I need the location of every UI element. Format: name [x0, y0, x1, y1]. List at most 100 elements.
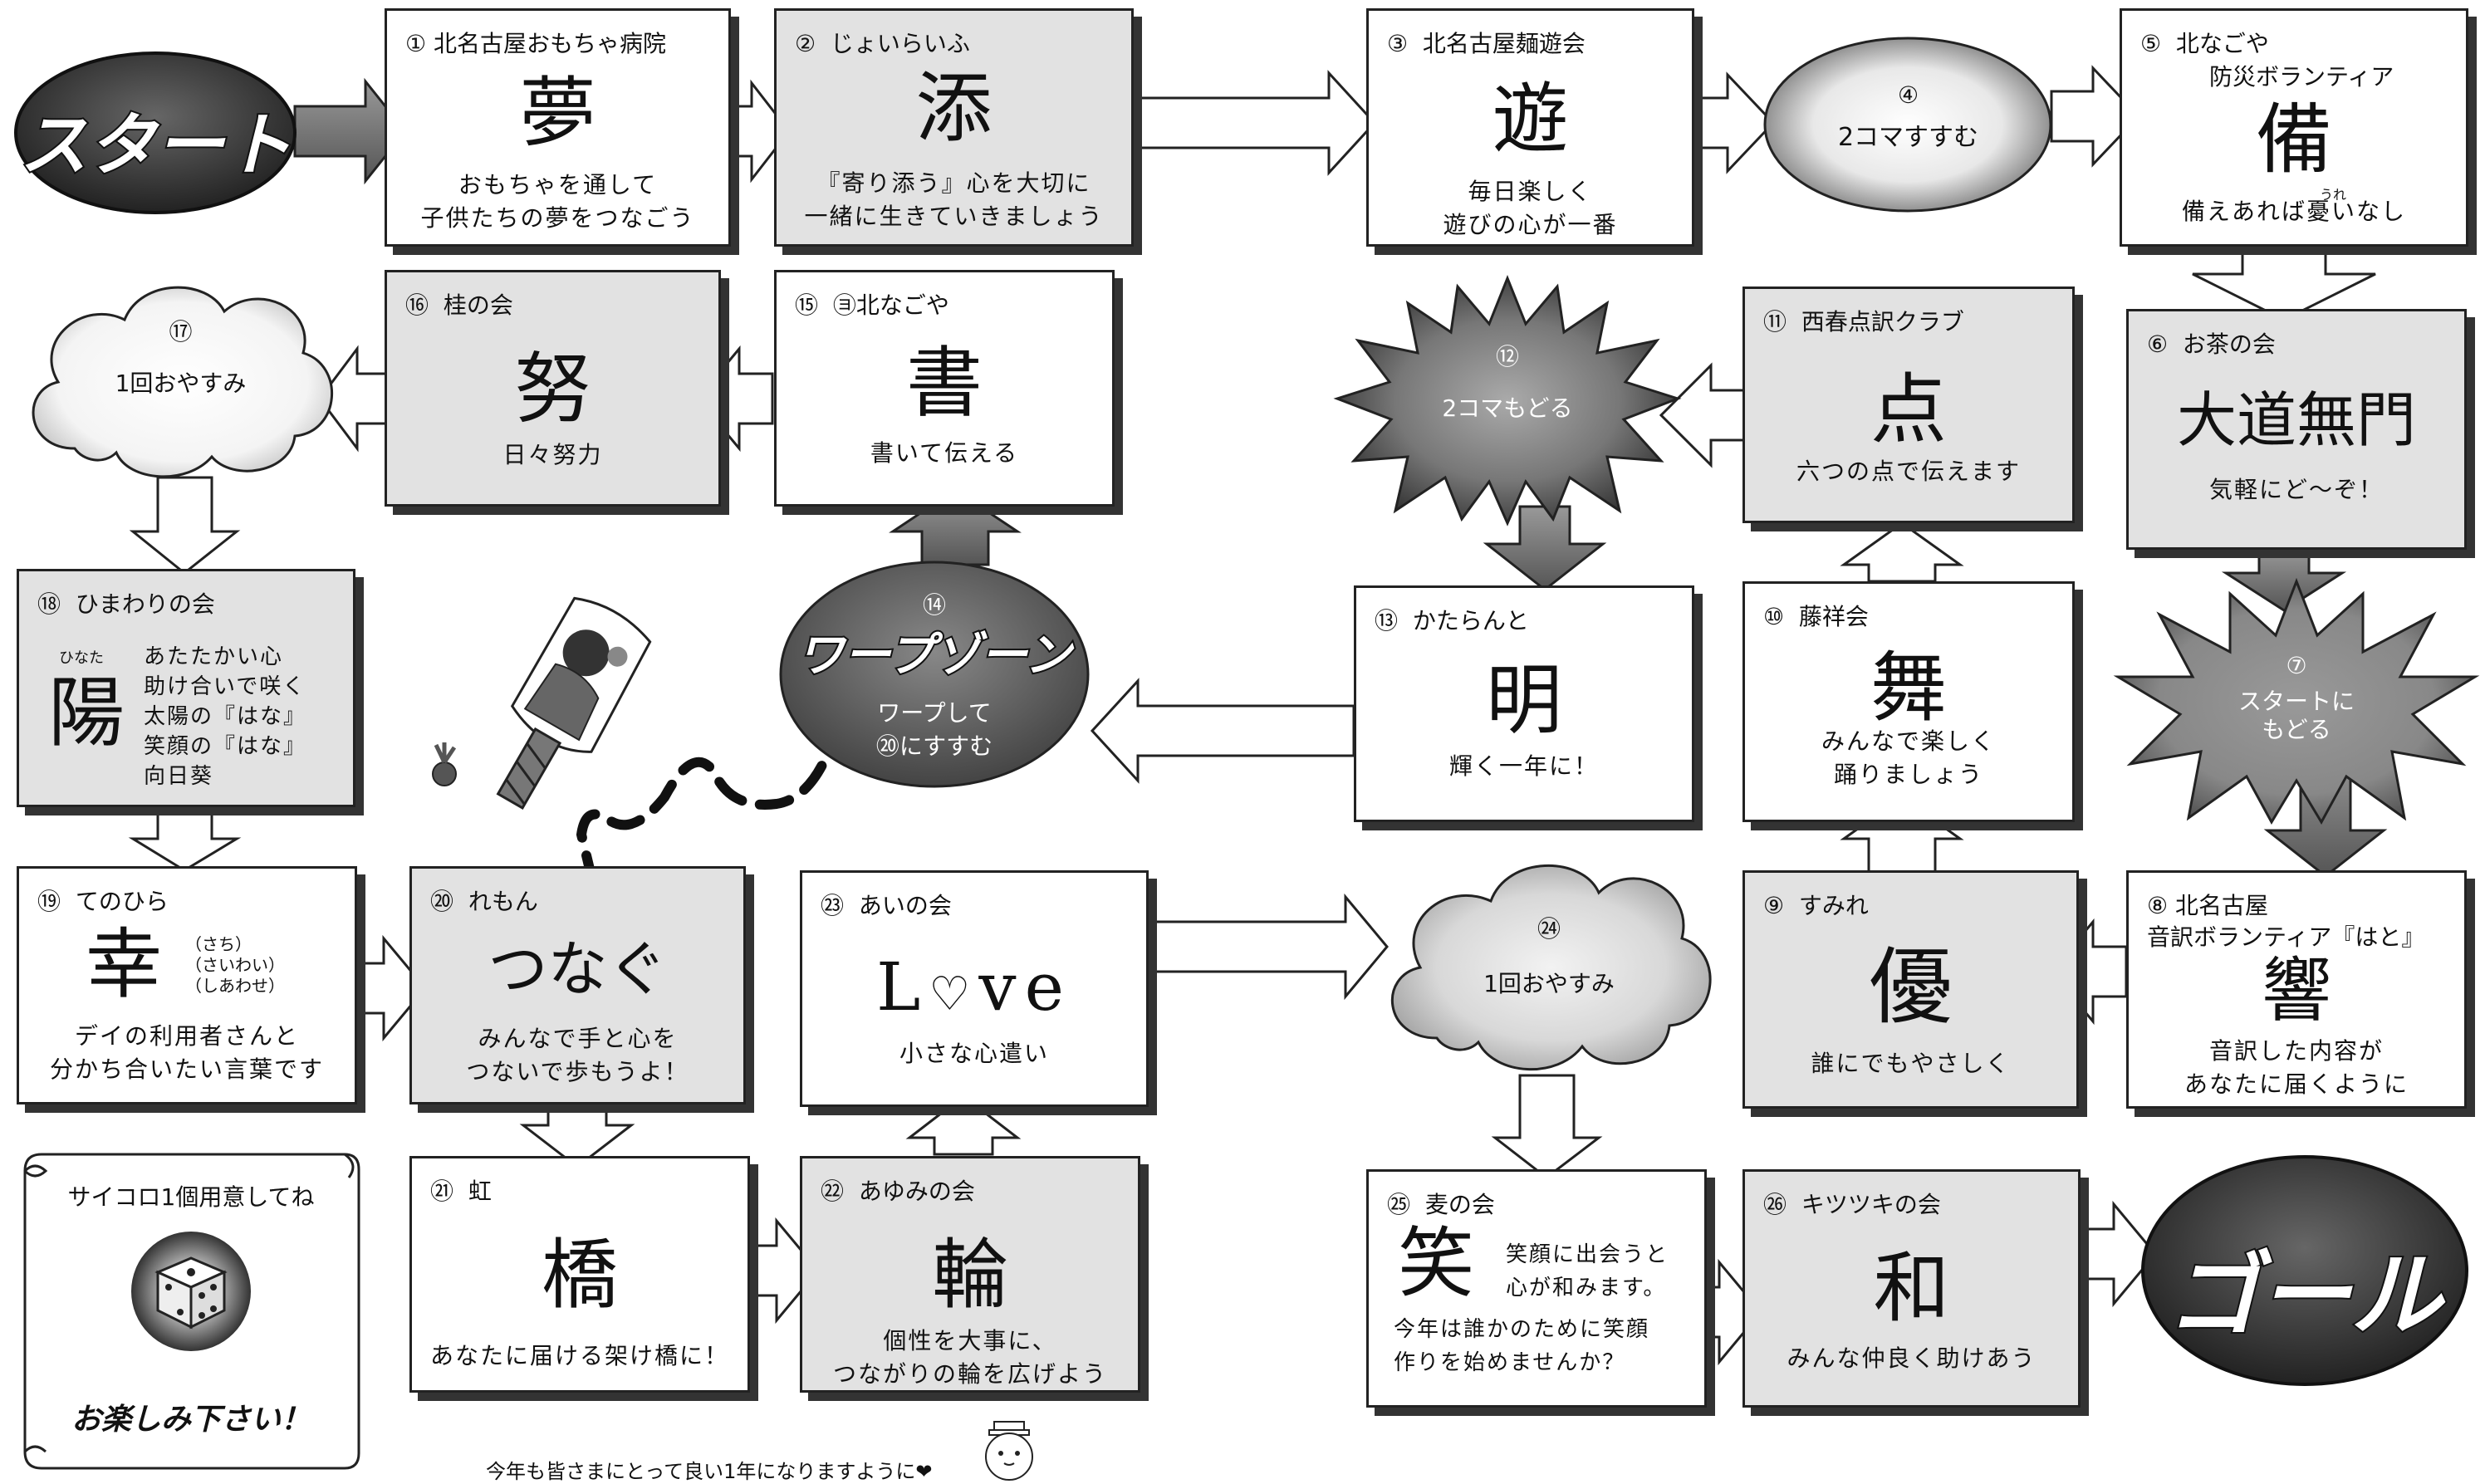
- square-20-kanji: つなぐ: [488, 934, 668, 1004]
- square-8-org2: 音訳ボランティア『はと』: [2147, 923, 2425, 951]
- square-14-title: ワープゾーン: [796, 627, 1073, 684]
- square-2[interactable]: ② じょいらいふ 添 『寄り添う』心を大切に 一緒に生きていきましょう: [774, 8, 1134, 247]
- square-19-ruby3: （しあわせ）: [185, 976, 285, 996]
- square-19[interactable]: ⑲ てのひら 幸 （さち） （さいわい） （しあわせ） デイの利用者さんと 分か…: [17, 866, 357, 1104]
- square-9-kanji: 優: [1869, 938, 1953, 1036]
- square-13-kanji: 明: [1485, 656, 1562, 745]
- square-25-side: 笑顔に出会うと 心が和みます。: [1506, 1242, 1669, 1300]
- square-13-desc: 輝く一年に！: [1448, 752, 1599, 780]
- square-5-ruby: うれ: [2320, 187, 2347, 203]
- arrow-24-25: [1491, 1074, 1603, 1179]
- arrow-6-7: [2221, 546, 2347, 612]
- scroll-line1: サイコロ1個用意してね: [67, 1183, 315, 1211]
- square-10-kanji: 舞: [1870, 644, 1947, 732]
- square-14-text1: ワープして: [877, 699, 992, 727]
- square-8[interactable]: ⑧ 北名古屋 音訳ボランティア『はと』 響 音訳した内容が あなたに届くように: [2126, 870, 2467, 1109]
- square-4-oval[interactable]: ④ 2コマすすむ: [1761, 33, 2056, 216]
- square-25-org: 麦の会: [1424, 1191, 1495, 1218]
- arrow-13-14: [1090, 678, 1355, 784]
- square-9[interactable]: ⑨ すみれ 優 誰にでもやさしく: [1742, 870, 2079, 1109]
- square-11-org: 西春点訳クラブ: [1801, 308, 1964, 335]
- square-24-text: 1回おやすみ: [1483, 970, 1615, 997]
- square-15[interactable]: ⑮ ㋵北なごや 書 書いて伝える: [774, 270, 1115, 507]
- arrow-5-6: [2192, 243, 2376, 321]
- square-6-org: お茶の会: [2182, 331, 2276, 358]
- goal-oval[interactable]: ゴール: [2139, 1153, 2471, 1389]
- square-10-desc: みんなで楽しく 踊りましょう: [1821, 727, 1996, 788]
- square-1[interactable]: ① 北名古屋おもちゃ病院 夢 おもちゃを通して 子供たちの夢をつなごう: [385, 8, 731, 247]
- footer-message: 今年も皆さまにとって良い1年になりますように❤: [486, 1460, 933, 1483]
- square-1-kanji: 夢: [519, 69, 596, 158]
- square-15-desc: 書いて伝える: [870, 439, 1019, 467]
- square-3-kanji: 遊: [1492, 75, 1569, 164]
- square-13[interactable]: ⑬ かたらんと 明 輝く一年に！: [1354, 585, 1694, 822]
- square-25-kanji: 笑: [1398, 1219, 1475, 1308]
- square-14-warp[interactable]: ⑭ ワープゾーン ワープして ⑳にすすむ: [777, 558, 1092, 791]
- square-26-desc: みんな仲良く助けあう: [1787, 1344, 2037, 1372]
- arrow-18-19: [128, 806, 242, 872]
- square-8-desc: 音訳した内容が あなたに届くように: [2184, 1037, 2409, 1098]
- start-oval[interactable]: スタート: [12, 50, 299, 216]
- square-5[interactable]: ⑤ 北なごや 防災ボランティア 備 うれ 備えあれば憂いなし: [2120, 8, 2468, 247]
- square-22-kanji: 輪: [931, 1231, 1008, 1320]
- square-1-desc: おもちゃを通して 子供たちの夢をつなごう: [420, 171, 695, 232]
- square-16[interactable]: ⑯ 桂の会 努 日々努力: [385, 270, 721, 507]
- square-18[interactable]: ⑱ ひまわりの会 ひなた 陽 あたたかい心 助け合いで咲く 太陽の『はな』 笑顔…: [17, 569, 355, 807]
- square-22-org: あゆみの会: [858, 1178, 975, 1205]
- square-21-kanji: 橋: [541, 1231, 618, 1320]
- square-16-org: 桂の会: [443, 291, 513, 319]
- square-23[interactable]: ㉓ あいの会 L♡ve 小さな心遣い: [800, 870, 1149, 1107]
- square-26-org: キツツキの会: [1801, 1191, 1941, 1218]
- square-20-org: れもん: [468, 888, 538, 915]
- square-5-org: 北なごや: [2175, 30, 2269, 57]
- square-13-org: かたらんと: [1412, 607, 1529, 634]
- square-25[interactable]: ㉕ 麦の会 笑 笑顔に出会うと 心が和みます。 今年は誰かのために笑顔 作りを始…: [1366, 1169, 1707, 1408]
- arrow-14-15: [889, 488, 1022, 566]
- square-19-desc: デイの利用者さんと 分かち合いたい言葉です: [49, 1022, 324, 1083]
- square-19-ruby2: （さいわい）: [185, 955, 285, 975]
- square-7-burst[interactable]: ⑦ スタートに もどる: [2113, 577, 2480, 826]
- snowman-illustration: [968, 1421, 1051, 1483]
- square-10[interactable]: ⑩ 藤祥会 舞 みんなで楽しく 踊りましょう: [1742, 581, 2075, 822]
- square-12-burst[interactable]: ⑫ 2コマもどる: [1333, 274, 1682, 527]
- square-18-org: ひまわりの会: [75, 590, 215, 618]
- square-12-text: 2コマもどる: [1442, 394, 1573, 422]
- scroll-line2: お楽しみ下さい！: [71, 1403, 311, 1437]
- square-8-org: 北名古屋: [2175, 892, 2269, 919]
- square-5-org2: 防災ボランティア: [2209, 63, 2394, 91]
- square-19-ruby1: （さち）: [185, 934, 252, 954]
- square-2-org: じょいらいふ: [830, 30, 970, 57]
- square-26[interactable]: ㉖ キツツキの会 和 みんな仲良く助けあう: [1742, 1169, 2081, 1408]
- square-11-desc: 六つの点で伝えます: [1796, 458, 2021, 485]
- square-17-cloud[interactable]: ⑰ 1回おやすみ: [17, 266, 345, 490]
- warp-dashed-path: [576, 716, 844, 881]
- square-26-kanji: 和: [1873, 1244, 1950, 1333]
- square-22[interactable]: ㉒ あゆみの会 輪 個性を大事に、 つながりの輪を広げよう: [800, 1156, 1140, 1393]
- square-3-desc: 毎日楽しく 遊びの心が一番: [1443, 178, 1618, 238]
- square-5-kanji: 備: [2255, 96, 2332, 184]
- square-20-desc: みんなで手と心を つないで歩もうよ！: [466, 1025, 689, 1085]
- arrow-23-24: [1149, 893, 1389, 1001]
- square-21-org: 虹: [468, 1178, 492, 1205]
- arrow-19-20: [355, 934, 427, 1042]
- square-6[interactable]: ⑥ お茶の会 大道無門 気軽にど～ぞ！: [2126, 309, 2467, 550]
- square-20[interactable]: ⑳ れもん つなぐ みんなで手と心を つないで歩もうよ！: [409, 866, 746, 1104]
- square-7-text1: スタートに: [2237, 688, 2355, 715]
- square-24-cloud[interactable]: ㉔ 1回おやすみ: [1375, 843, 1723, 1084]
- square-11[interactable]: ⑪ 西春点訳クラブ 点 六つの点で伝えます: [1742, 287, 2075, 523]
- square-21-desc: あなたに届ける架け橋に！: [429, 1342, 729, 1369]
- dice-scroll: サイコロ1個用意してね お楽しみ下さい！: [17, 1146, 365, 1474]
- square-6-desc: 気軽にど～ぞ！: [2208, 476, 2384, 503]
- square-10-org: 藤祥会: [1798, 603, 1869, 630]
- heart-icon: ♡: [929, 967, 979, 1021]
- square-16-kanji: 努: [514, 345, 591, 433]
- hagoita-illustration: [419, 591, 677, 832]
- square-16-desc: 日々努力: [502, 441, 603, 468]
- square-4-text: 2コマすすむ: [1837, 123, 1979, 152]
- square-3-org: 北名古屋麺遊会: [1422, 30, 1586, 57]
- square-21[interactable]: ㉑ 虹 橋 あなたに届ける架け橋に！: [409, 1156, 750, 1393]
- arrow-12-13: [1483, 505, 1607, 591]
- square-3[interactable]: ③ 北名古屋麺遊会 遊 毎日楽しく 遊びの心が一番: [1366, 8, 1694, 247]
- square-11-kanji: 点: [1870, 365, 1947, 454]
